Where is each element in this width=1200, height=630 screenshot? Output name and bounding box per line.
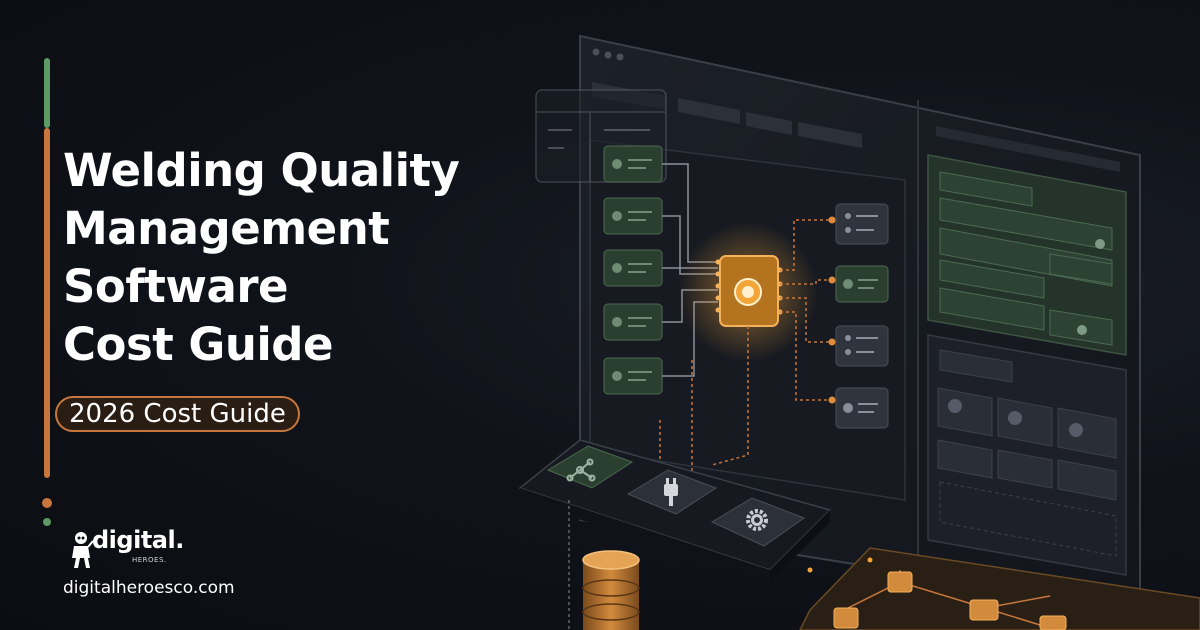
dashboard-window [579,34,1141,612]
workflow-node [603,303,663,341]
integration-tray [518,439,832,582]
accent-bar-orange [44,128,50,478]
website-url: digitalheroesco.com [63,578,235,598]
network-tile [546,445,634,489]
logo-wordmark: digital. [92,526,184,554]
workflow-node [835,325,889,367]
workflow-node [603,197,663,235]
workflow-node [835,203,889,245]
headline-line-1: Welding Quality [63,144,460,197]
workflow-nodes-right [835,203,889,429]
hero-mascot-icon [72,532,94,568]
plug-icon [664,478,678,506]
plug-tile [626,469,718,515]
window-dot-icon [604,51,612,59]
workflow-node [603,357,663,395]
gear-icon [746,509,768,531]
window-dot-icon [592,48,600,56]
accent-dot-green [43,518,51,526]
logo-subtext: HEROES. [132,556,167,564]
workflow-node [835,387,889,429]
headline-line-3: Software [63,260,289,313]
database-icon [568,500,640,630]
window-dot-icon [616,53,624,61]
workflow-node [835,265,889,303]
brand-logo: digital. HEROES. [70,526,210,576]
network-icon [566,458,596,482]
settings-tile [710,497,806,547]
headline: Welding Quality Management Software Cost… [63,142,523,374]
workflow-node [603,249,663,287]
circuit-board [799,547,1200,630]
headline-line-2: Management [63,202,390,255]
processor-chip [678,222,818,362]
connectors-right [659,219,832,480]
accent-bar-green [44,58,50,128]
accent-dot-orange [42,498,52,508]
headline-line-4: Cost Guide [63,318,334,371]
cost-guide-badge: 2026 Cost Guide [55,396,300,432]
workflow-node [603,145,663,183]
